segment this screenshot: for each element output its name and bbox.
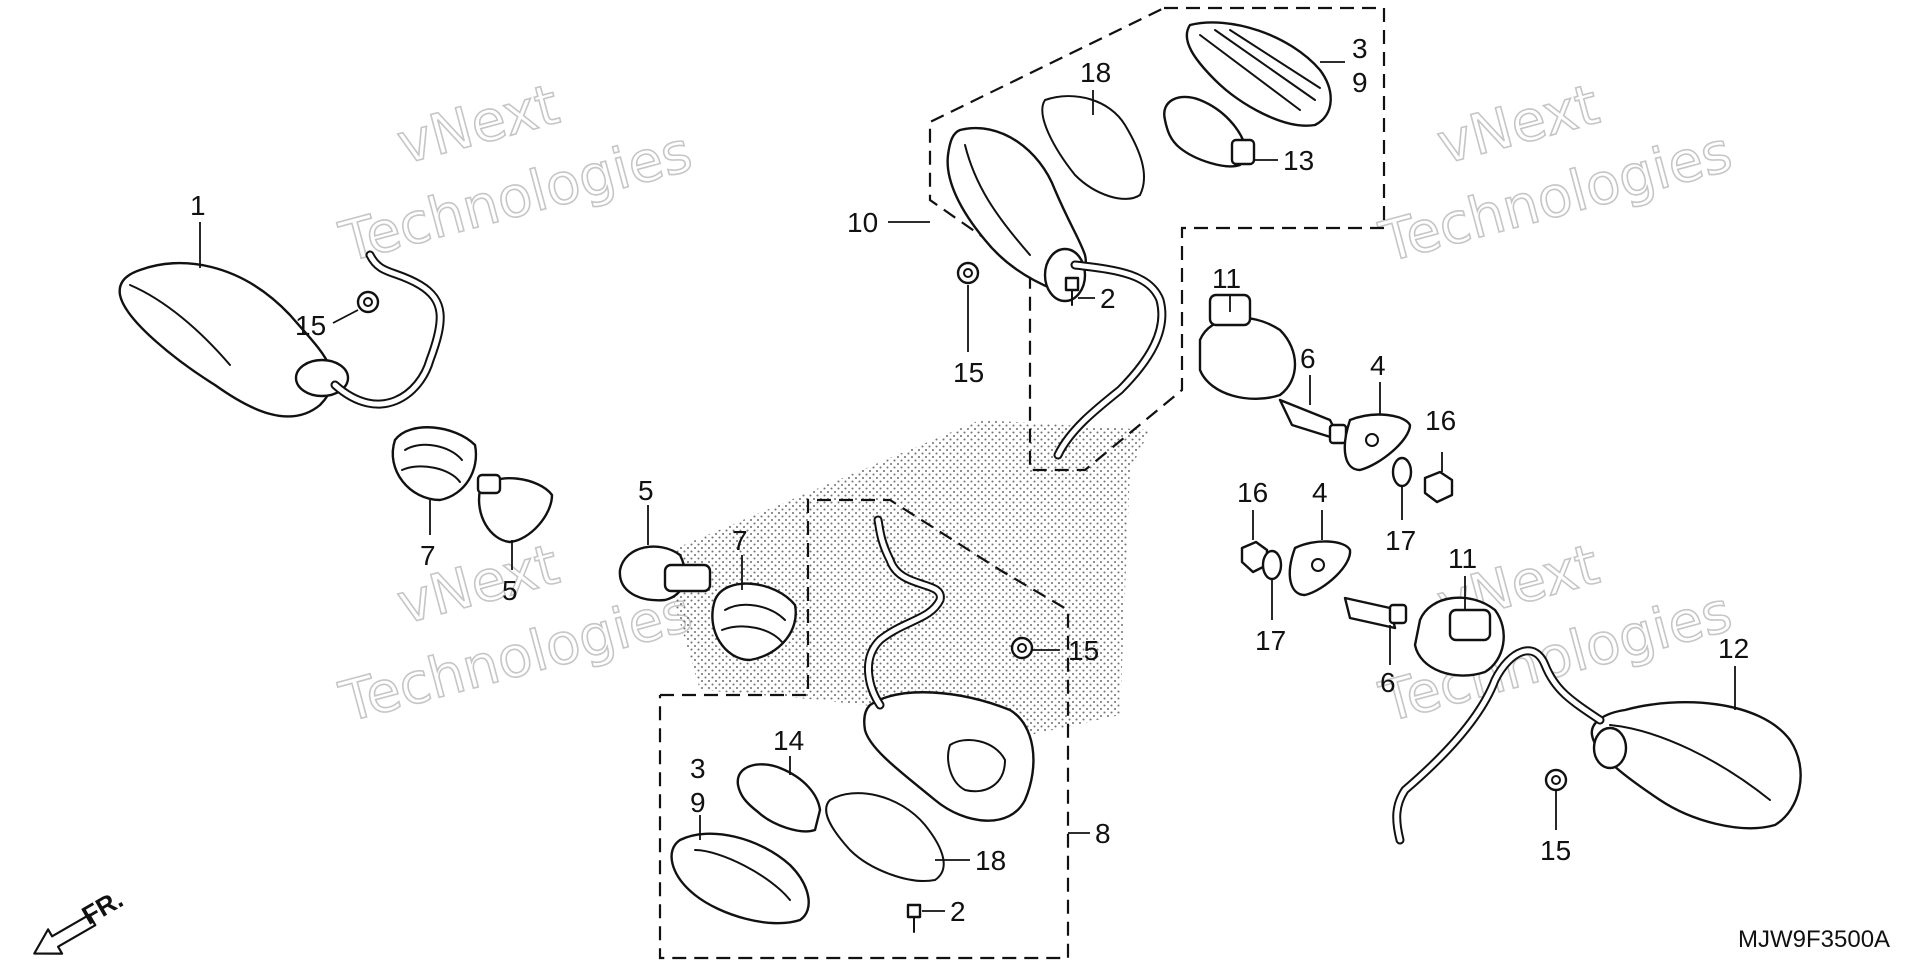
callout-3: 3	[1352, 33, 1368, 64]
callout-9: 9	[1352, 67, 1368, 98]
callout-2: 2	[1100, 283, 1116, 314]
arrow-down-left-icon	[33, 913, 97, 955]
rubber-grommet-middle	[711, 582, 797, 662]
callout-6: 6	[1300, 343, 1316, 374]
callout-7: 7	[732, 525, 748, 556]
turn-signal-assembly-lower	[863, 515, 1035, 822]
callout-5: 5	[502, 575, 518, 606]
callout-5: 5	[638, 475, 654, 506]
callout-6: 6	[1380, 667, 1396, 698]
assembly-box-upper	[928, 6, 1386, 472]
plate-lower	[1288, 540, 1352, 597]
signal-stay-left	[476, 473, 554, 544]
callout-9: 9	[690, 787, 706, 818]
callout-4: 4	[1370, 350, 1386, 381]
rubber-mount-lower-right	[1413, 596, 1505, 677]
turn-signal-assembly-upper	[946, 126, 1167, 460]
callout-17: 17	[1385, 525, 1416, 556]
plate-upper	[1343, 413, 1412, 472]
lens-lower	[670, 832, 810, 925]
callout-13: 13	[1283, 145, 1314, 176]
washer-upper	[1391, 456, 1413, 488]
assembly-box-lower	[658, 498, 1070, 960]
screw-lower	[1010, 636, 1034, 660]
turn-signal-assembly-left-front	[118, 250, 445, 418]
callout-1: 1	[190, 190, 206, 221]
callout-15: 15	[953, 357, 984, 388]
diagram-code: MJW9F3500A	[1738, 926, 1890, 953]
callout-12: 12	[1718, 633, 1749, 664]
callout-15: 15	[1540, 835, 1571, 866]
bolt-upper	[1064, 276, 1080, 306]
callout-18: 18	[1080, 57, 1111, 88]
callout-4: 4	[1312, 477, 1328, 508]
screw-left	[356, 290, 380, 314]
turn-signal-assembly-right	[1392, 646, 1802, 845]
screw-right	[1544, 768, 1568, 792]
lens-upper	[1185, 21, 1332, 127]
callout-16: 16	[1425, 405, 1456, 436]
callout-15: 15	[1068, 635, 1099, 666]
washer-lower	[1261, 549, 1283, 581]
callout-18: 18	[975, 845, 1006, 876]
rubber-mount-upper-right	[1198, 293, 1297, 400]
callout-14: 14	[773, 725, 804, 756]
bulb-upper	[1163, 95, 1256, 168]
bolt-lower	[906, 903, 922, 933]
callout-7: 7	[420, 540, 436, 571]
collar-lower	[1343, 596, 1408, 630]
callout-2: 2	[950, 896, 966, 927]
nut-upper	[1423, 470, 1454, 504]
lens-gasket-lower	[825, 792, 945, 882]
callout-8: 8	[1095, 818, 1111, 849]
screw-upper	[956, 261, 980, 285]
rubber-grommet-left	[391, 426, 478, 502]
callouts: 1 15 7 5 5 7 18 3 9 13 10 15 2 11 6 4 16…	[190, 33, 1749, 927]
callout-10: 10	[847, 207, 878, 238]
callout-16: 16	[1237, 477, 1268, 508]
leader-lines	[199, 61, 1736, 912]
callout-11: 11	[1212, 263, 1241, 294]
callout-17: 17	[1255, 625, 1286, 656]
callout-3: 3	[690, 753, 706, 784]
front-direction-indicator: FR.	[33, 884, 128, 955]
collar-upper	[1278, 398, 1348, 445]
lens-gasket-upper	[1041, 95, 1145, 200]
callout-11: 11	[1448, 543, 1477, 574]
callout-15: 15	[295, 310, 326, 341]
signal-stay-middle	[618, 545, 712, 602]
bulb-lower	[736, 763, 822, 833]
